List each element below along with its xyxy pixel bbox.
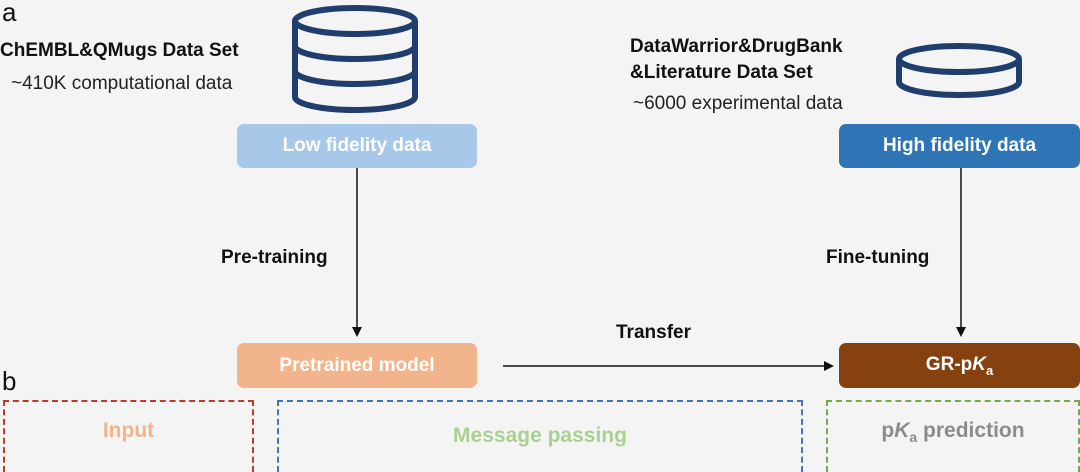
low-dataset-subtitle: ~410K computational data — [11, 73, 233, 94]
pretraining-label: Pre-training — [221, 247, 328, 268]
database-icon-small — [896, 43, 1022, 98]
pretrained-model-box: Pretrained model — [237, 343, 477, 388]
message-passing-section — [277, 400, 803, 472]
pka-prediction-title: pKa prediction — [881, 419, 1025, 446]
database-icon-large — [292, 5, 418, 113]
panel-a-label: a — [2, 0, 17, 27]
transfer-label: Transfer — [616, 322, 691, 343]
input-title: Input — [102, 419, 155, 442]
high-dataset-title-line2: &Literature Data Set — [630, 62, 813, 83]
diagram-graphics — [292, 5, 1022, 371]
gr-pka-box: GR-pKa — [839, 343, 1080, 388]
finetuning-label: Fine-tuning — [826, 247, 930, 268]
low-dataset-title: ChEMBL&QMugs Data Set — [0, 40, 239, 61]
high-dataset-subtitle: ~6000 experimental data — [633, 93, 843, 114]
pka-prediction-section — [826, 400, 1080, 472]
high-fidelity-data-box: High fidelity data — [839, 124, 1080, 168]
low-fidelity-data-label: Low fidelity data — [282, 135, 432, 156]
high-dataset-title-line1: DataWarrior&DrugBank — [630, 36, 843, 57]
gr-pka-label: GR-pKa — [925, 353, 994, 378]
low-fidelity-data-box: Low fidelity data — [237, 124, 477, 168]
panel-b-label: b — [2, 366, 17, 396]
message-passing-title: Message passing — [453, 424, 627, 447]
high-fidelity-data-label: High fidelity data — [882, 135, 1037, 156]
input-section — [3, 400, 254, 472]
pretrained-model-label: Pretrained model — [279, 354, 435, 376]
